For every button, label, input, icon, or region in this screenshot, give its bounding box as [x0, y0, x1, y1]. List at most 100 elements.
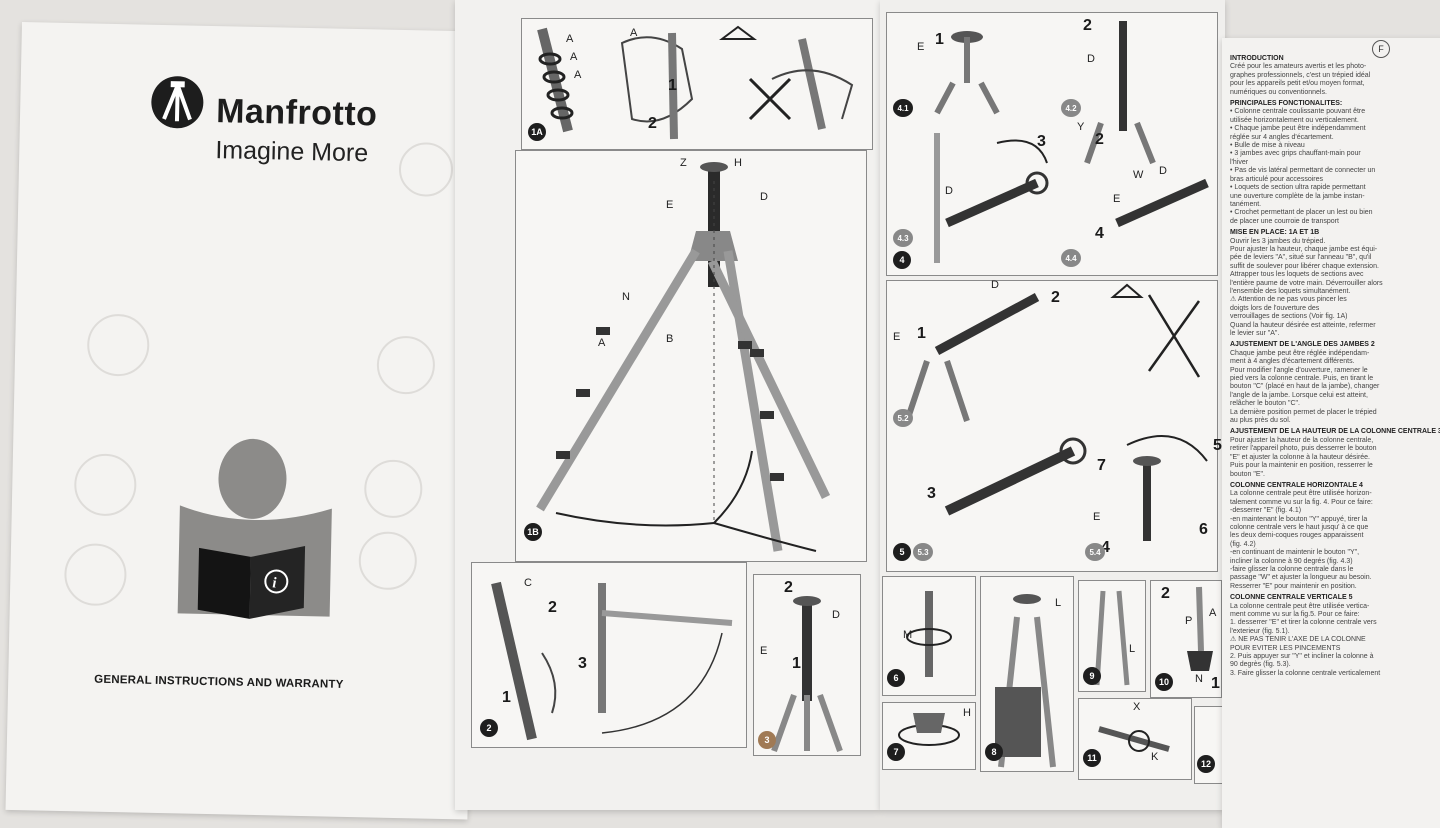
section-heading: MISE EN PLACE: 1A ET 1B [1230, 229, 1320, 237]
text-line: 1. desserrer "E" et tirer la colonne cen… [1230, 619, 1377, 627]
figure-number-badge: 2 [480, 719, 498, 737]
text-line: -desserrer "E" (fig. 4.1) [1230, 507, 1302, 515]
label-E: E [760, 645, 768, 657]
step-6: 6 [1199, 521, 1208, 538]
text-line: pour les appareils petit et/ou moyen for… [1230, 80, 1365, 88]
label-Y: Y [1077, 121, 1085, 133]
figure-number-badge: 5.3 [913, 543, 933, 561]
step-1: 1 [668, 77, 677, 94]
text-line: Puis pour la maintenir en position, ress… [1230, 462, 1373, 470]
accessory-arm-illustration [1098, 726, 1170, 752]
label-Z: Z [680, 157, 687, 169]
label-E: E [893, 331, 901, 343]
label-N: N [622, 291, 630, 303]
text-line: (fig. 4.2) [1230, 540, 1256, 548]
label-W: W [1133, 169, 1144, 181]
text-line: incliner la colonne à 90 degrés (fig. 4.… [1230, 557, 1353, 565]
text-line: Attrapper tous les loquets de sections a… [1230, 271, 1364, 279]
figure-number-badge: 10 [1155, 673, 1173, 691]
figure-panel-4: E 1 2 D Y 2 3 D W D E 4 4.1 4.2 4.3 4.4 … [886, 12, 1218, 276]
text-line: le levier sur "A". [1230, 330, 1280, 337]
step-2: 2 [1095, 131, 1104, 148]
figure-number-badge: 4.2 [1061, 99, 1081, 117]
text-line: verrouillages de sections (Voir fig. 1A) [1230, 313, 1348, 321]
text-line: • Chaque jambe peut être indépendamment [1230, 125, 1366, 133]
label-A: A [570, 51, 578, 63]
label-P: P [1185, 615, 1193, 627]
section-heading: AJUSTEMENT DE LA HAUTEUR DE LA COLONNE C… [1230, 428, 1440, 436]
text-line: une ouverture complète de la jambe insta… [1230, 192, 1365, 200]
step-3: 3 [927, 485, 936, 502]
text-line: ⚠ NE PAS TENIR L'AXE DE LA COLONNE [1230, 636, 1366, 644]
label-M: M [903, 629, 913, 641]
figure-panel-1B: Z H D E N A B 1B [515, 150, 867, 562]
text-line: réglée sur 4 angles d'écartement. [1230, 133, 1334, 141]
label-E: E [917, 41, 925, 53]
step-1: 1 [1211, 675, 1220, 692]
ghost-circle-icon [63, 543, 128, 607]
text-line: Pour ajuster la hauteur, chaque jambe es… [1230, 245, 1378, 253]
section-heading: PRINCIPALES FONCTIONALITES: [1230, 100, 1343, 108]
figure-number-badge: 4 [893, 251, 911, 269]
reading-person-icon: i [177, 438, 332, 619]
text-line: bouton "C" (placé en haut de la jambe), … [1230, 383, 1380, 391]
label-E: E [1093, 511, 1101, 523]
label-K: K [1151, 751, 1159, 763]
label-C: C [524, 577, 532, 589]
text-line: tanément. [1230, 200, 1262, 208]
label-A: A [1209, 607, 1217, 619]
section-heading: INTRODUCTION [1230, 55, 1284, 62]
text-line: au plus près du sol. [1230, 417, 1291, 425]
label-B: B [666, 333, 674, 345]
text-line: pée de leviers "A", situé sur l'anneau "… [1230, 254, 1372, 262]
column-height-illustration [771, 596, 843, 753]
ghost-circle-icon [398, 141, 454, 198]
figure-panel-2: C 2 3 1 2 [471, 562, 747, 748]
text-line: les deux demi-coques rouges apparaissent [1230, 532, 1364, 540]
ghost-circle-icon [86, 313, 150, 377]
figure-panel-5: D 2 E 1 3 5 7 E 6 4 5.2 5.3 5.4 5 [886, 279, 1222, 572]
text-line: Pour modifier l'angle d'ouverture, ramen… [1230, 366, 1368, 374]
text-line: • Colonne centrale coulissante pouvant ê… [1230, 108, 1366, 116]
text-line: • Crochet permettant de placer un lest o… [1230, 209, 1373, 217]
figure-number-badge: 11 [1083, 749, 1101, 767]
figure-panel-8: L 8 [980, 576, 1074, 772]
text-line: doigts lors de l'ouverture des [1230, 304, 1320, 312]
text-line: numériques ou conventionnels. [1230, 88, 1327, 96]
text-line: La colonne centrale peut être utilisée h… [1230, 490, 1372, 498]
text-line: -en continuant de maintenir le bouton "Y… [1230, 549, 1360, 557]
ghost-circle-icon [358, 531, 418, 591]
figure-panel-1A: A A A A 1 2 1A [521, 18, 873, 150]
text-line: • Loquets de section ultra rapide permet… [1230, 184, 1366, 192]
text-line: Pour ajuster la hauteur de la colonne ce… [1230, 436, 1374, 444]
figure-number-badge: 1B [524, 523, 542, 541]
label-D: D [760, 191, 768, 203]
manual-cover-sheet: Manfrotto Imagine More i GENERAL INSTRUC… [5, 22, 484, 820]
label-A: A [630, 27, 638, 39]
figure-number-badge: 12 [1197, 755, 1215, 773]
text-line: bouton "E". [1230, 470, 1265, 478]
text-line: "E" et ajuster la colonne à la hauteur d… [1230, 453, 1370, 461]
step-4: 4 [1101, 539, 1110, 556]
text-line: Ouvrir les 3 jambes du trépied. [1230, 237, 1326, 245]
figure-number-badge: 5 [893, 543, 911, 561]
label-L: L [1055, 597, 1062, 609]
text-line: Chaque jambe peut être réglée indépendam… [1230, 349, 1370, 357]
text-line: relâcher le bouton "C". [1230, 400, 1300, 408]
step-1: 1 [935, 31, 944, 48]
step-1: 1 [792, 655, 801, 672]
text-line: ment comme vu sur la fig.5. Pour ce fair… [1230, 611, 1360, 618]
step-4: 4 [1095, 225, 1104, 242]
step-2: 2 [548, 599, 557, 616]
section-heading: COLONNE CENTRALE HORIZONTALE 4 [1230, 481, 1363, 489]
cover-footer-title: GENERAL INSTRUCTIONS AND WARRANTY [94, 673, 344, 691]
figure-number-badge: 4.3 [893, 229, 913, 247]
label-D: D [991, 279, 999, 291]
step-2: 2 [784, 579, 793, 596]
text-line: ment à 4 angles d'écartement différents. [1230, 358, 1355, 366]
text-line: ⚠ Attention de ne pas vous pincer les [1230, 296, 1347, 304]
section-heading: COLONNE CENTRALE VERTICALE 5 [1230, 594, 1353, 602]
brand-logo: Manfrotto [150, 73, 378, 135]
manual-diagram-page-left: A A A A 1 2 1A Z H D E N A B 1B [455, 0, 880, 810]
